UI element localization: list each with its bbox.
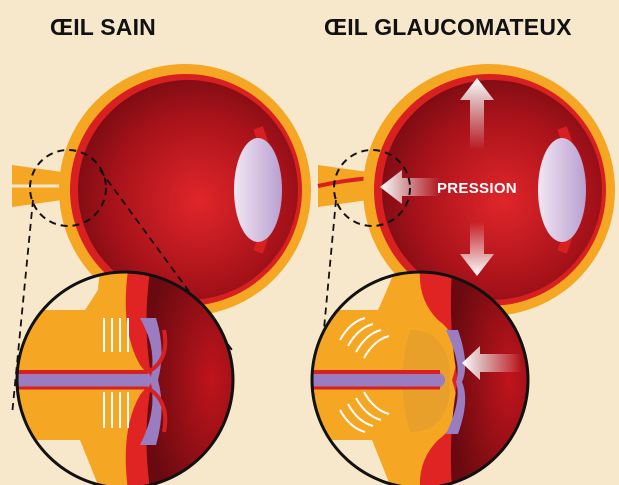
glaucoma-eye: [305, 64, 615, 485]
glaucoma-eye-title: ŒIL GLAUCOMATEUX: [324, 14, 572, 41]
lens: [538, 138, 586, 242]
healthy-eye-title: ŒIL SAIN: [50, 14, 156, 41]
central-vessel: [305, 372, 445, 388]
central-vessel: [10, 372, 151, 388]
lens: [234, 138, 282, 242]
healthy-eye: [10, 64, 311, 485]
pressure-label: PRESSION: [437, 180, 517, 197]
